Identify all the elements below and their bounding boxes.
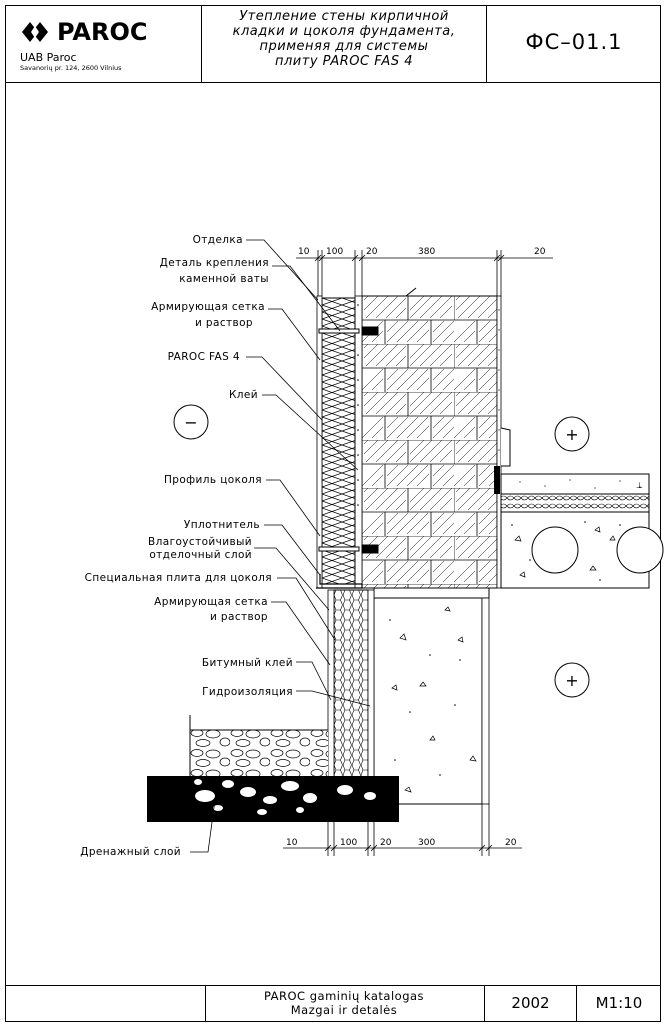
top-dim-1: 10 [298, 247, 310, 257]
year: 2002 [511, 994, 550, 1012]
slab-void-1 [531, 526, 579, 574]
bottom-dimension [283, 804, 522, 856]
label-drainage: Дренажный слой [80, 846, 181, 858]
company-name: UAB Paroc [20, 51, 77, 64]
floor-sealant [494, 466, 500, 494]
foundation-wall [373, 597, 483, 805]
slab-aggregate [514, 526, 616, 578]
plinth-profile [316, 574, 363, 589]
slab-void-2 [616, 526, 664, 574]
label-plinth-profile: Профиль цоколя [164, 474, 262, 486]
foundation-plaster [481, 597, 490, 805]
label-special-board: Специальная плита для цоколя [85, 572, 272, 584]
top-dimension [296, 250, 553, 296]
skirting [500, 427, 511, 467]
floor-finish-dots [519, 479, 641, 489]
minus-sign: − [184, 413, 197, 432]
foundation-dots [389, 619, 461, 776]
label-moisture-1: Влагоустойчивый [148, 536, 252, 548]
outside-zone-circle [173, 404, 209, 440]
top-dim-2: 100 [326, 247, 343, 257]
title-line-4: плиту PAROC FAS 4 [275, 54, 413, 69]
label-glue: Клей [229, 389, 258, 401]
catalog-caption: PAROC gaminių katalogas Mazgai ir detalė… [205, 989, 483, 1017]
slab-dots [511, 521, 621, 581]
footer-divider-1 [205, 985, 206, 1022]
floor-finish [500, 473, 650, 495]
label-fastener-1: Деталь крепления [160, 257, 269, 269]
top-dim-3: 20 [366, 247, 378, 257]
brand-name: PAROC [57, 18, 148, 46]
waterproofing [367, 589, 375, 805]
bottom-dim-4: 300 [418, 838, 435, 848]
title-block-bottom-line [5, 82, 661, 83]
foundation-aggregate [391, 606, 477, 793]
inner-plaster [496, 295, 502, 589]
inner-plaster-dots [498, 309, 500, 451]
label-finish: Отделка [193, 234, 243, 246]
drawing-title: Утепление стены кирпичной кладки и цокол… [205, 9, 483, 69]
floor-mark: ⊥ [636, 481, 643, 490]
top-dim-5: 20 [534, 247, 546, 257]
plinth-board [333, 589, 369, 781]
leader-lines [190, 239, 371, 853]
label-sealant: Уплотнитель [184, 519, 260, 531]
bottom-dim-1: 10 [286, 838, 298, 848]
bottom-dim-5: 20 [505, 838, 517, 848]
paroc-insulation [321, 297, 356, 585]
label-mesh2-1: Армирующая сетка [154, 596, 268, 608]
paroc-diamond-icon [22, 22, 48, 42]
label-mesh-2: и раствор [195, 317, 253, 329]
drainage-stones [194, 779, 376, 815]
company-address: Savanorių pr. 124, 2600 Vilnius [20, 64, 122, 72]
glue-layer [354, 295, 363, 589]
top-dim-4: 380 [418, 247, 435, 257]
floor-wool [500, 493, 650, 513]
footer-top-line [5, 985, 661, 986]
callout-labels: Отделка Деталь крепления каменной ваты А… [80, 234, 293, 858]
footer-divider-3 [576, 985, 577, 1022]
label-waterproof: Гидроизоляция [202, 686, 293, 698]
paroc-logo: PAROC [22, 18, 147, 46]
foundation-ledge [373, 587, 490, 599]
title-line-3: применяя для системы [259, 39, 429, 54]
footer-divider-2 [484, 985, 485, 1022]
label-mesh2-2: и раствор [210, 611, 268, 623]
drawing-frame [5, 5, 661, 1022]
inside-zone-circle-2 [554, 662, 590, 698]
catalog-line-2: Mazgai ir detalės [290, 1003, 398, 1017]
plus-sign-2: + [565, 671, 578, 690]
title-block-divider-2 [486, 5, 487, 82]
render-layer [316, 295, 323, 589]
scale: M1:10 [595, 994, 643, 1012]
label-moisture-2: отделочный слой [149, 549, 252, 561]
wall-break-mark [405, 287, 417, 297]
title-line-1: Утепление стены кирпичной [239, 9, 449, 24]
plinth-render [327, 589, 335, 783]
title-line-2: кладки и цоколя фундамента, [232, 24, 456, 39]
inside-zone-circle-1 [554, 416, 590, 452]
insulation-anchors [318, 326, 379, 554]
drawing-code: ФС–01.1 [525, 30, 623, 54]
label-paroc: PAROC FAS 4 [168, 351, 240, 363]
plus-sign-1: + [565, 425, 578, 444]
label-bitumen: Битумный клей [202, 657, 293, 669]
ground-gravel [190, 730, 328, 776]
label-fastener-2: каменной ваты [179, 273, 269, 285]
bottom-dim-3: 20 [380, 838, 392, 848]
label-mesh-1: Армирующая сетка [151, 301, 265, 313]
title-block-divider-1 [201, 5, 202, 82]
catalog-line-1: PAROC gaminių katalogas [263, 989, 425, 1003]
bottom-dim-2: 100 [340, 838, 357, 848]
brick-wall [361, 295, 498, 589]
